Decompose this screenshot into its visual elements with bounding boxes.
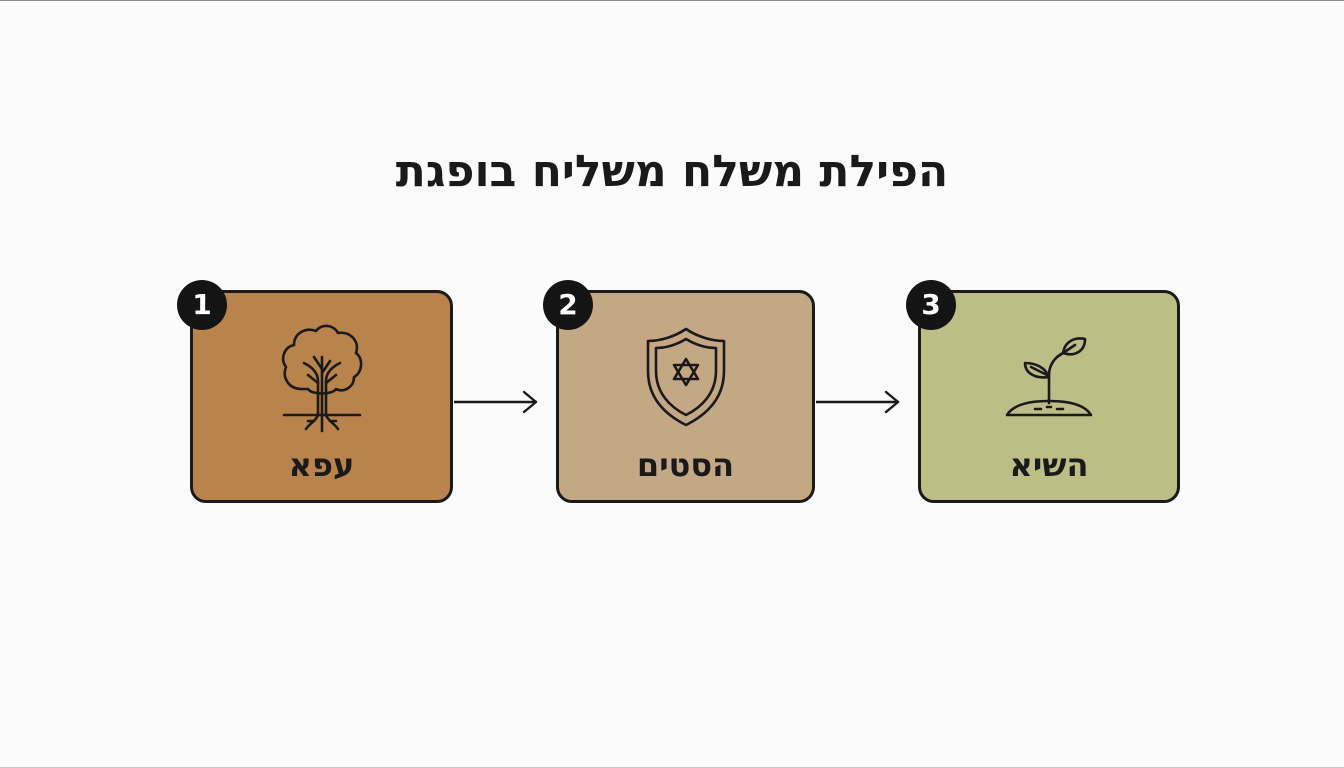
tree-with-roots-icon [281,324,362,433]
arrow-right-icon [454,390,538,414]
step-label-1: עפא [288,446,355,484]
step-number-badge-2: 2 [543,280,593,330]
step-number-badge-1: 1 [177,280,227,330]
step-number-badge-3: 3 [906,280,956,330]
top-border [0,0,1344,1]
arrow-right-icon [816,390,900,414]
shield-star-icon [646,327,725,427]
step-card-2: הסטים [556,290,815,503]
step-label-3: השיא [1009,446,1089,484]
step-card-3: השיא [918,290,1180,503]
step-card-1: עפא [190,290,453,503]
sprout-icon [1005,337,1093,417]
diagram-title: הפילת משלח משליח בופגת [395,146,949,197]
step-label-2: הסטים [636,446,735,484]
